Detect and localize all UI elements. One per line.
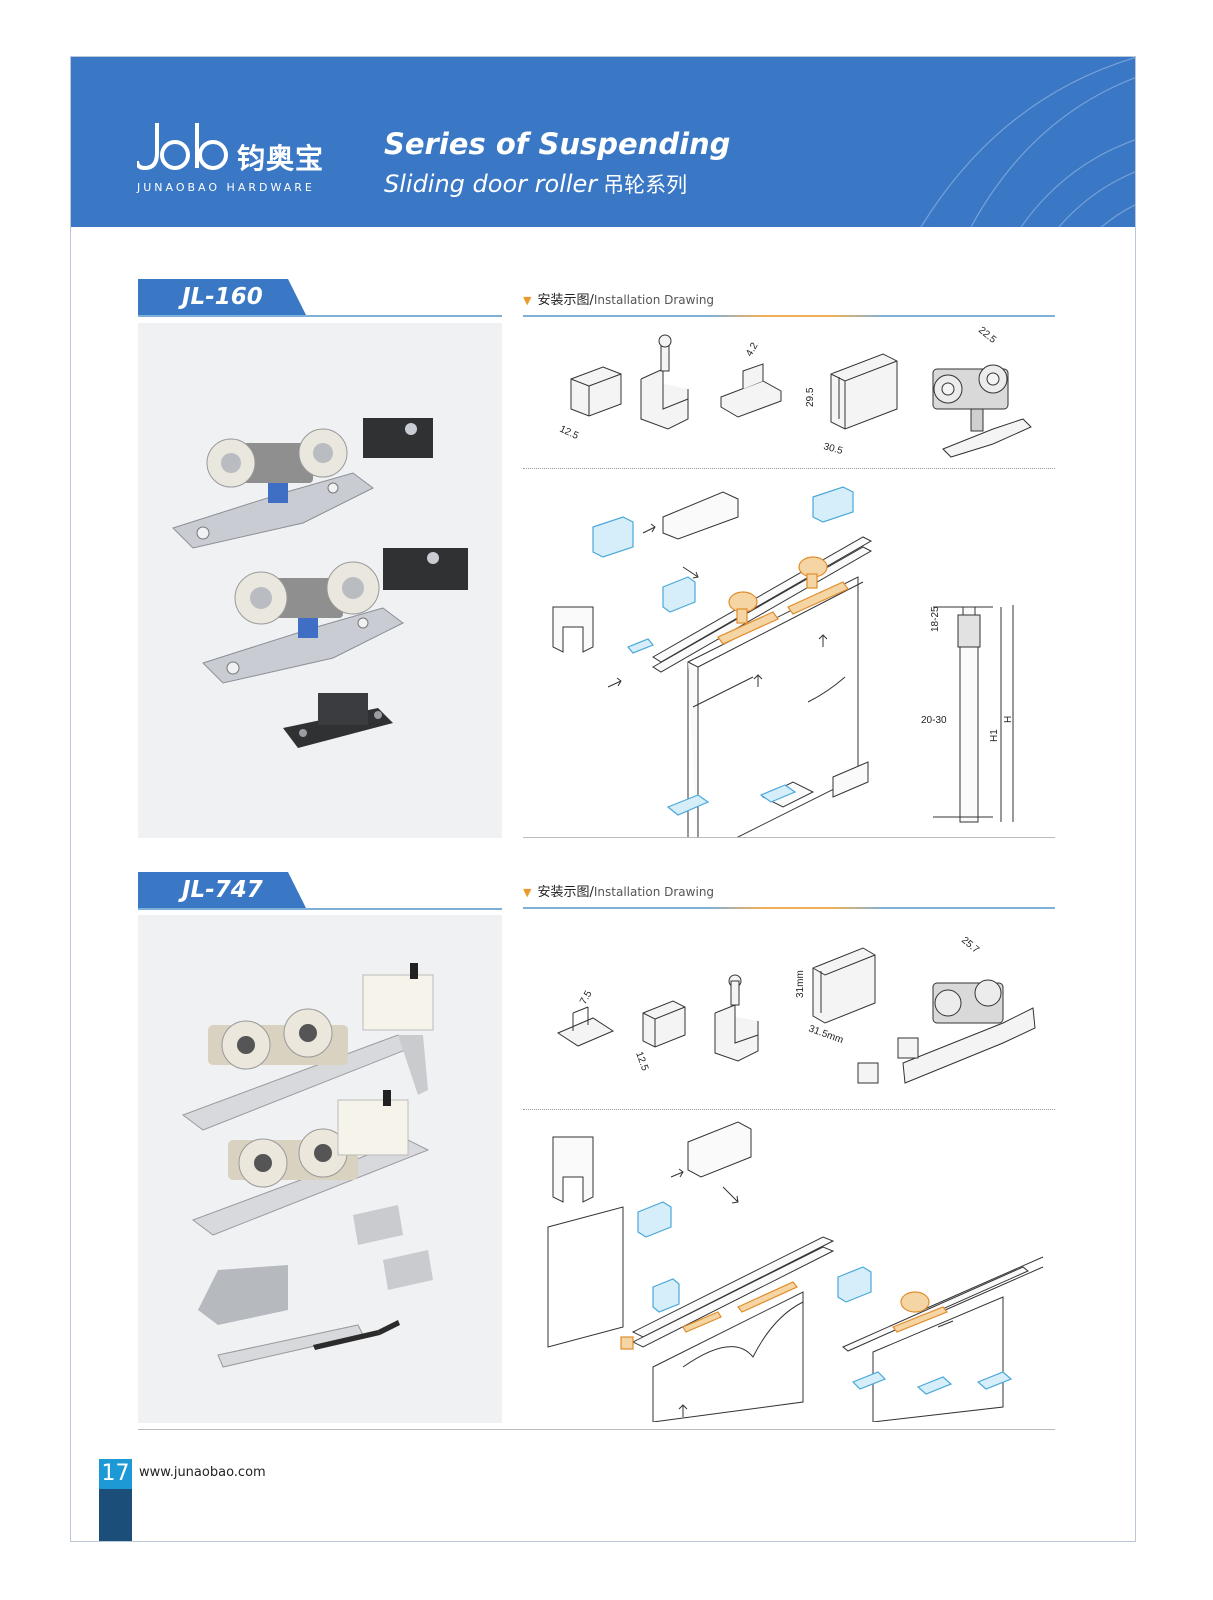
roller-photo-illustration (181, 963, 434, 1368)
dim-guide-width: 7.5 (578, 989, 595, 1007)
series-subtitle-cn: 吊轮系列 (603, 173, 688, 197)
dim-roller-width: 25.7 (959, 935, 981, 956)
brand-logo (137, 123, 228, 171)
dim-track-height: 31mm (795, 970, 806, 998)
triangle-bullet-icon: ▼ (523, 886, 532, 899)
assembly-drawing-jl747 (547, 1121, 1044, 1422)
drawing-heading-en: Installation Drawing (593, 293, 715, 307)
drawing-heading-cn: 安装示图/ (537, 885, 594, 900)
roller-photo-illustration (172, 418, 468, 748)
website-url[interactable]: www.junaobao.com (139, 1465, 266, 1480)
product-photo-jl747 (138, 915, 502, 1423)
heading-rule (523, 315, 1055, 317)
series-title: Series of Suspending (384, 127, 731, 161)
product-photo-jl160 (138, 323, 502, 838)
tab-rule (138, 908, 502, 910)
catalog-page: 钧奥宝 JUNAOBAO HARDWARE Series of Suspendi… (70, 56, 1136, 1542)
heading-rule (523, 907, 1055, 909)
drawing-heading-jl160: ▼ 安装示图/Installation Drawing (523, 289, 714, 308)
brand-name-cn: 钧奥宝 (237, 142, 325, 175)
series-subtitle-en: Sliding door roller (384, 170, 598, 198)
dim-bracket-width: 12.5 (558, 424, 581, 442)
dim-track-width: 31.5mm (807, 1023, 845, 1046)
dotted-separator (523, 468, 1055, 469)
model-tab-jl160: JL-160 (138, 279, 306, 315)
drawing-heading-cn: 安装示图/ (537, 293, 594, 308)
dim-roller-width: 22.5 (976, 325, 998, 346)
triangle-bullet-icon: ▼ (523, 294, 532, 307)
header-banner: 钧奥宝 JUNAOBAO HARDWARE Series of Suspendi… (71, 57, 1135, 227)
dim-h: H (1003, 716, 1014, 723)
page-number: 17 (99, 1459, 132, 1489)
brand-name-en: JUNAOBAO HARDWARE (137, 181, 315, 194)
dim-h1: H1 (989, 729, 1000, 742)
drawing-heading-en: Installation Drawing (593, 885, 715, 899)
dim-track-height: 29.5 (805, 387, 816, 407)
dim-side-gap: 20-30 (921, 715, 947, 726)
page-number-bar (99, 1489, 132, 1541)
dim-track-width: 30.5 (822, 441, 844, 457)
components-drawing-jl160: 12.5 4.2 29.5 30.5 22.5 (558, 325, 1032, 458)
section-rule (138, 1429, 1055, 1430)
components-drawing-jl747: 7.5 12.5 31mm 31.5mm 25.7 (556, 935, 1036, 1084)
assembly-drawing-jl160: 18-25 20-30 H1 H (552, 486, 1014, 837)
model-tab-jl747: JL-747 (138, 872, 306, 908)
tab-rule (138, 315, 502, 317)
dotted-separator (523, 1109, 1055, 1110)
header-decoration (920, 57, 1135, 227)
dim-top-gap: 18-25 (930, 606, 941, 632)
dim-bracket-width: 12.5 (633, 1050, 650, 1072)
drawing-heading-jl747: ▼ 安装示图/Installation Drawing (523, 881, 714, 900)
dim-plate-thickness: 4.2 (744, 341, 761, 359)
section-rule (523, 837, 1055, 838)
